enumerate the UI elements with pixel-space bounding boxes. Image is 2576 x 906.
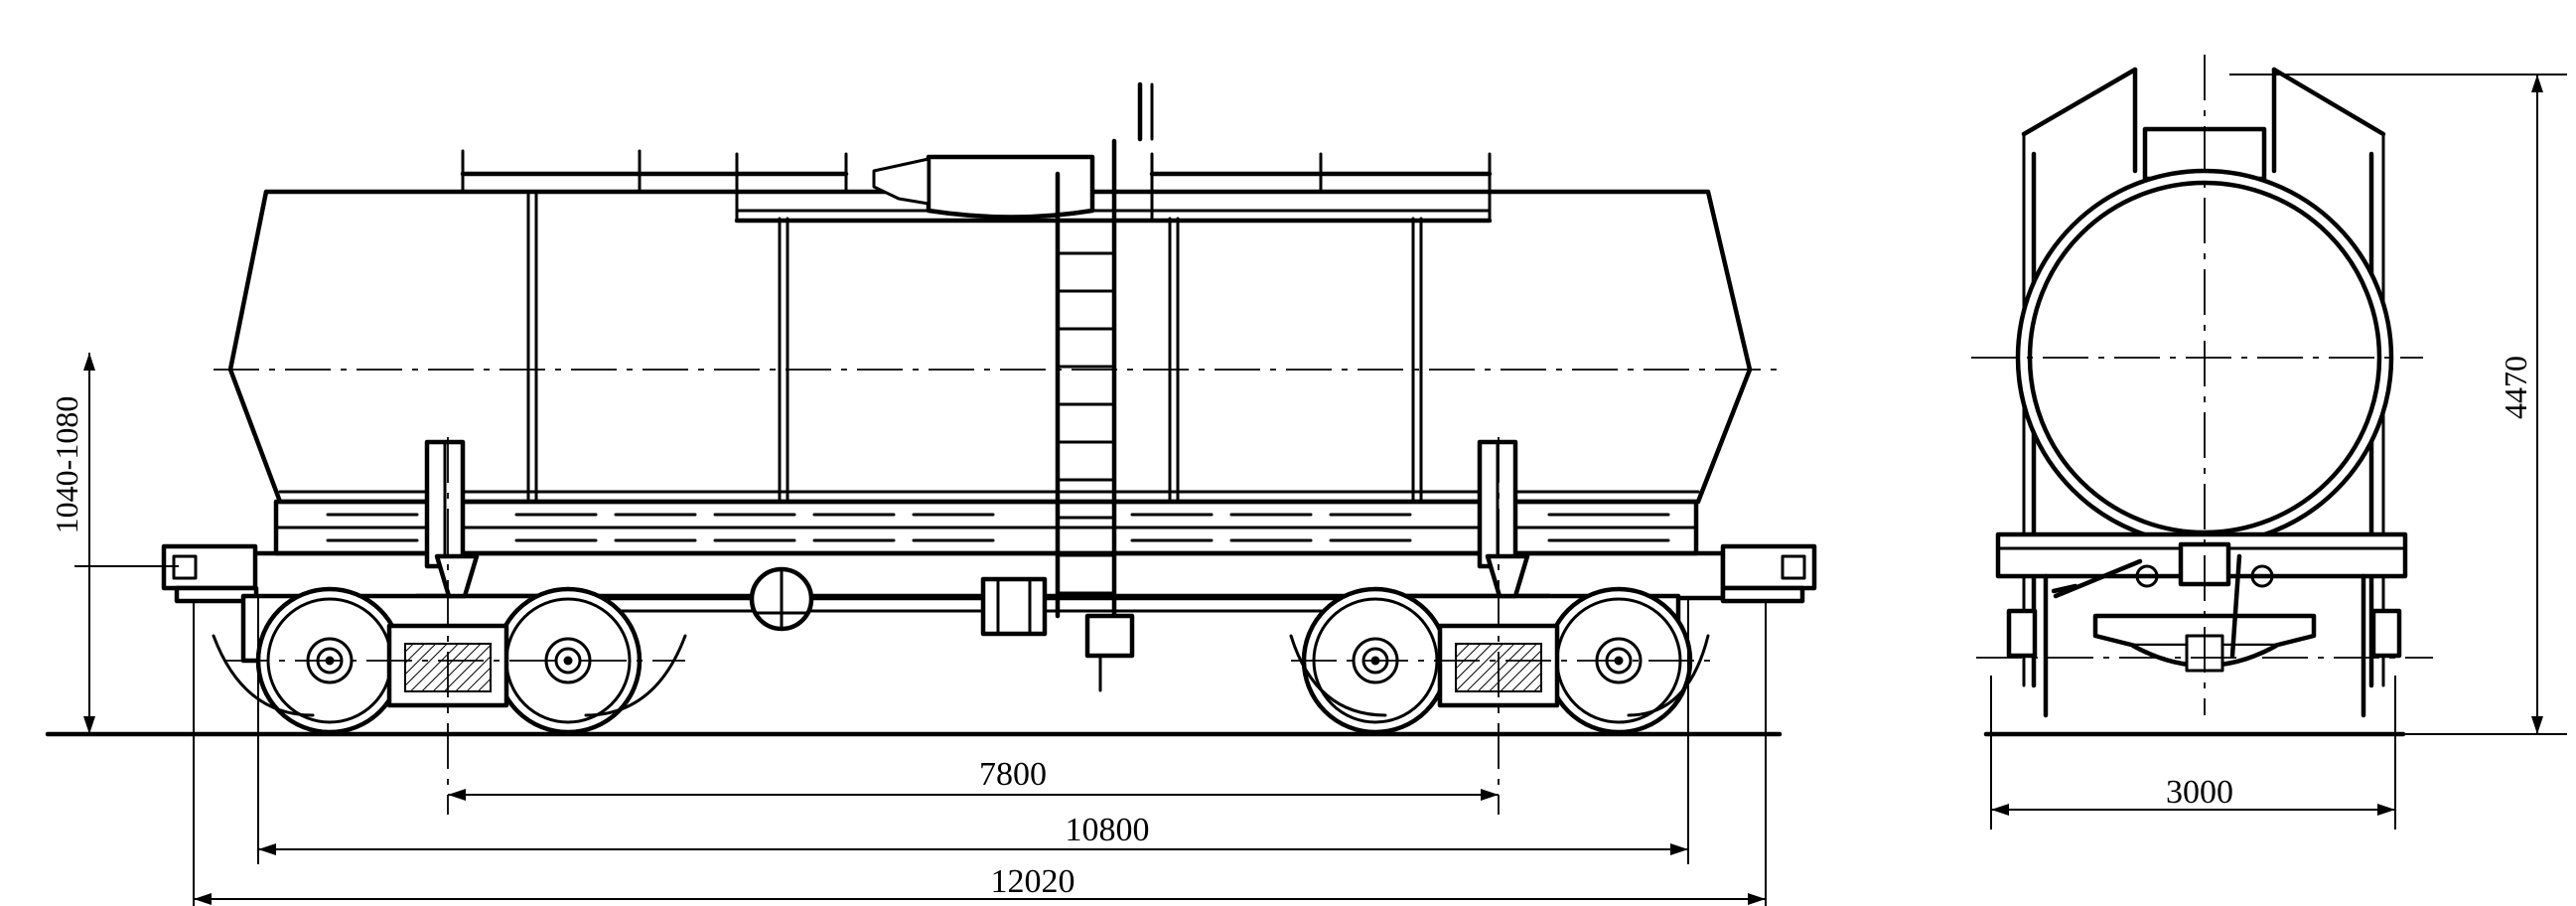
right-bogie (1289, 553, 1710, 732)
coupler-height-label: 1040-1080 (49, 396, 84, 534)
right-coupler (1720, 543, 1817, 604)
dome-hatch (872, 81, 1154, 220)
dimension-overall-length: 12020 (194, 863, 1766, 905)
ladder (1055, 138, 1117, 619)
dimension-coupler-height: 1040-1080 (49, 353, 179, 734)
tank-supports (424, 439, 1518, 569)
left-coupler (161, 543, 259, 604)
frame-length-label: 10800 (1066, 812, 1150, 848)
side-view: 1040-1080 7800 10800 12020 (45, 81, 1817, 906)
end-underframe (1995, 531, 2408, 718)
side-extension-lines (193, 596, 1767, 906)
dimension-frame-length: 10800 (258, 812, 1688, 855)
overall-width-label: 3000 (2166, 774, 2233, 811)
dimension-overall-height: 4470 (2229, 74, 2567, 735)
end-view: 3000 4470 (1971, 55, 2567, 830)
dimension-overall-width: 3000 (1990, 676, 2396, 830)
overall-length-label: 12020 (991, 863, 1075, 900)
left-bogie (212, 553, 687, 732)
brake-equipment (749, 566, 1135, 692)
dimension-bogie-centers: 7800 (448, 756, 1499, 801)
overall-height-label: 4470 (2498, 356, 2533, 419)
bogie-centers-label: 7800 (979, 756, 1047, 793)
